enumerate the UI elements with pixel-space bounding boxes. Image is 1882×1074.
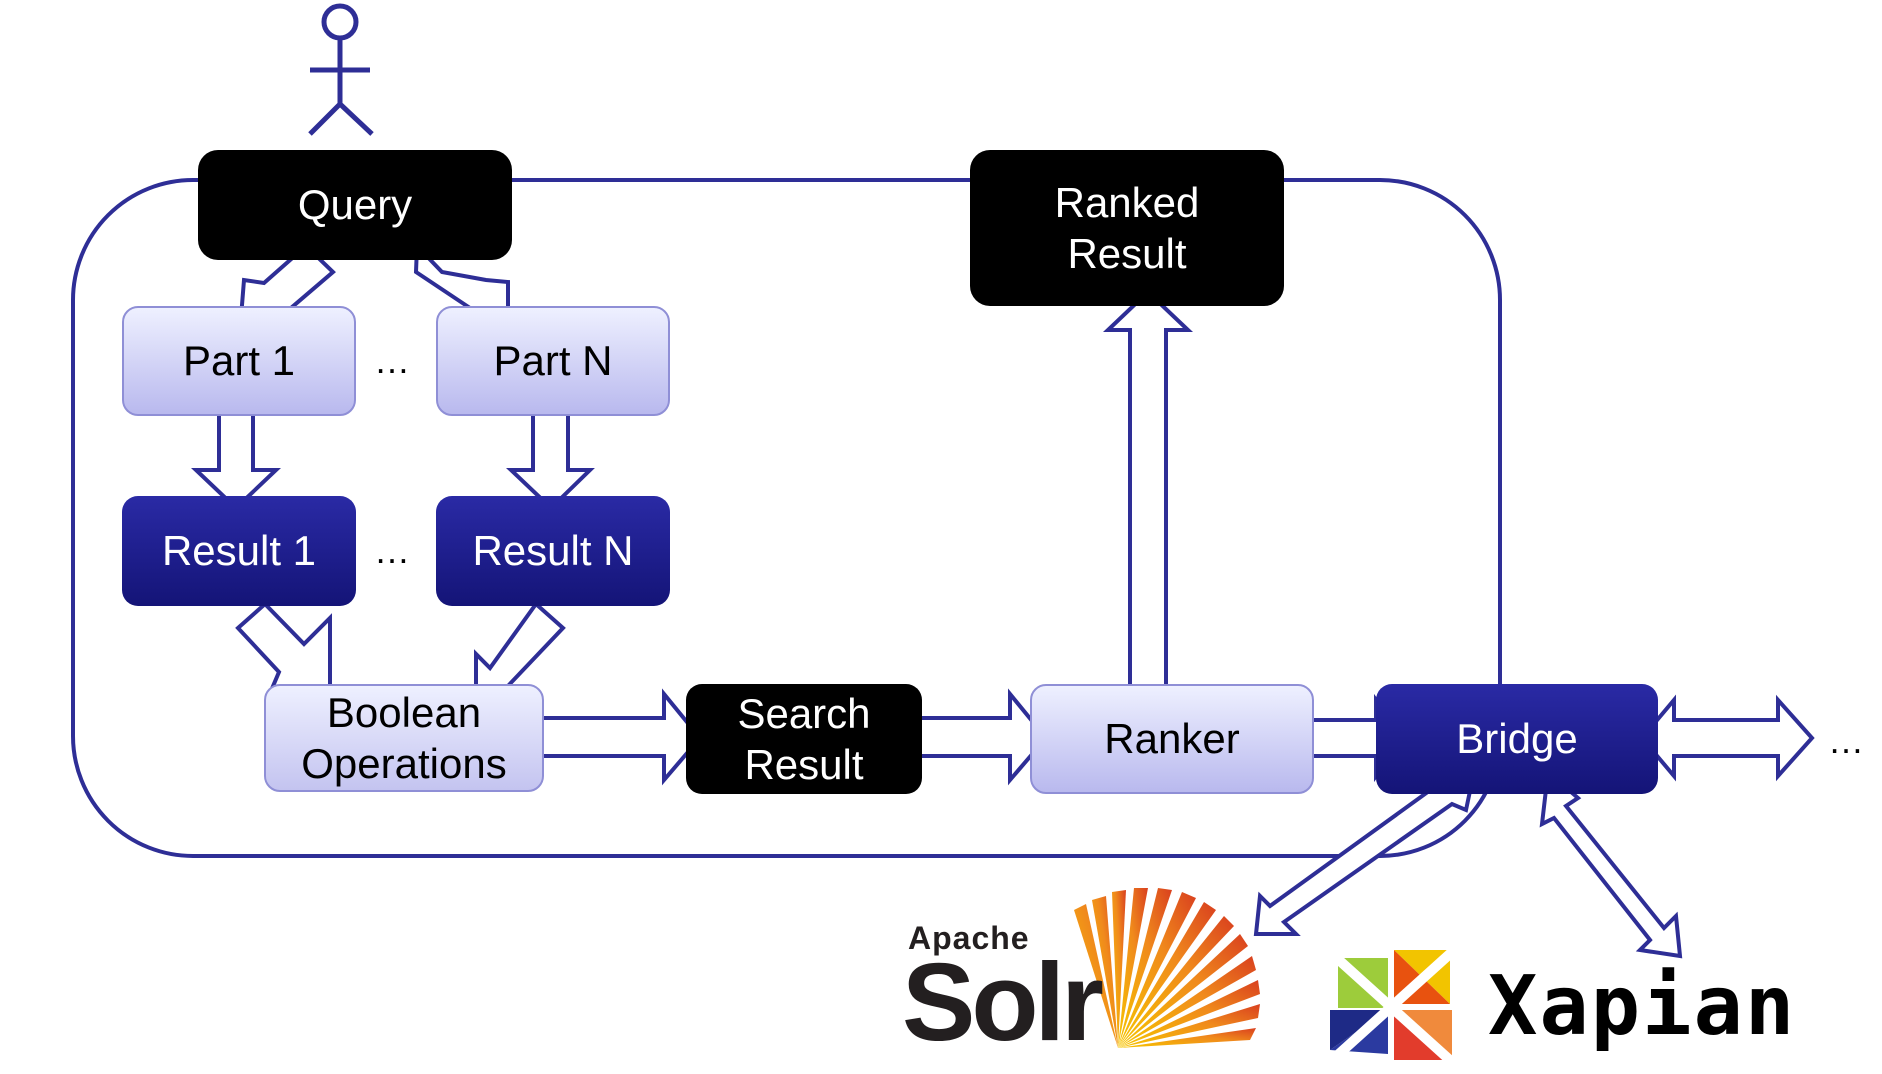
boolean-operations-label: Boolean Operations [301,688,507,787]
arrow-search-to-ranker [903,688,1049,786]
xapian-wordmark: Xapian [1488,959,1797,1054]
result-1-node: Result 1 [122,496,356,606]
arrow-bridge-out [1639,694,1815,782]
result-1-label: Result 1 [161,527,317,575]
boolean-operations-node: Boolean Operations [264,684,544,792]
bridge-out-ellipsis: … [1828,720,1867,761]
apache-solr-logo [1074,888,1260,1048]
arrow-ranker-to-ranked [1102,289,1194,700]
arrow-result1-to-boolean [235,601,332,700]
results-ellipsis: … [374,530,413,571]
ranked-result-node: Ranked Result [970,150,1284,306]
ranked-result-label: Ranked Result [1054,178,1200,277]
bridge-node: Bridge [1376,684,1658,794]
arrow-boolean-to-search [524,688,703,786]
result-n-node: Result N [436,496,670,606]
arrow-bridge-xapian [1539,768,1683,959]
part-n-label: Part N [493,337,613,385]
ranker-node: Ranker [1030,684,1314,794]
bridge-label: Bridge [1456,715,1578,763]
solr-wordmark: Solr [902,941,1104,1064]
xapian-logo [1326,948,1456,1066]
arrow-bridge-solr [1253,769,1477,936]
system-boundary [71,178,1502,858]
part-1-node: Part 1 [122,306,356,416]
user-actor-icon [308,3,374,136]
search-result-label: Search Result [737,689,871,788]
part-n-node: Part N [436,306,670,416]
part-1-label: Part 1 [182,337,296,385]
arrow-part1-to-result1 [190,400,282,511]
query-label: Query [297,181,413,229]
search-result-node: Search Result [686,684,922,794]
ranker-label: Ranker [1104,715,1240,763]
result-n-label: Result N [472,527,634,575]
parts-ellipsis: … [374,340,413,381]
query-node: Query [198,150,512,260]
arrow-partn-to-resultn [505,400,595,511]
solr-apache-text: Apache [908,920,1030,956]
